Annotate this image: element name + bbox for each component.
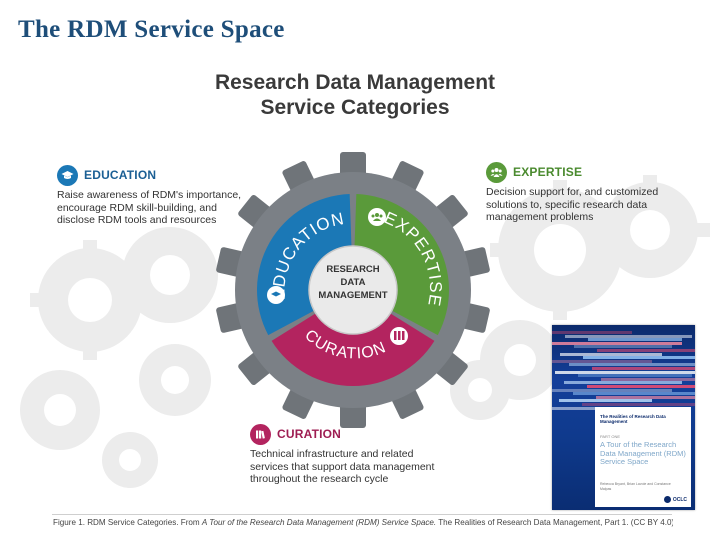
curation-description: Technical infrastructure and related ser… xyxy=(250,448,465,486)
cover-title-panel: The Realities of Research Data Managemen… xyxy=(595,407,691,507)
expertise-desc-line: solutions to, specific research data xyxy=(486,199,696,212)
oclc-mark-icon xyxy=(664,496,671,503)
cover-streak xyxy=(583,356,695,359)
cover-streak xyxy=(597,349,695,352)
expertise-title: EXPERTISE xyxy=(513,165,582,179)
cover-streak xyxy=(574,345,672,348)
slide-title: The RDM Service Space xyxy=(18,16,285,44)
cover-streak xyxy=(552,389,672,392)
wheel-icon-education xyxy=(267,286,285,304)
cover-streak xyxy=(573,392,695,395)
figure-caption: Figure 1. RDM Service Categories. From A… xyxy=(53,518,673,527)
report-cover-thumbnail: The Realities of Research Data Managemen… xyxy=(552,325,695,510)
cover-streak xyxy=(552,342,682,345)
graduation-cap-icon xyxy=(57,165,78,186)
oclc-logo: OCLC xyxy=(664,496,687,503)
expertise-category: EXPERTISE Decision support for, and cust… xyxy=(486,161,696,224)
cover-book-title: A Tour of the Research Data Management (… xyxy=(600,441,686,467)
caption-suffix: The Realities of Research Data Managemen… xyxy=(436,518,673,527)
figure-title: Research Data Management Service Categor… xyxy=(170,70,540,120)
cover-authors: Rebecca Bryant, Brian Lavoie and Constan… xyxy=(600,482,675,491)
cover-streak xyxy=(588,338,682,341)
curation-desc-line: throughout the research cycle xyxy=(250,473,465,486)
education-title: EDUCATION xyxy=(84,168,156,182)
cover-streak xyxy=(587,385,695,388)
center-line-1: RESEARCH xyxy=(326,264,379,275)
caption-prefix: Figure 1. RDM Service Categories. From xyxy=(53,518,202,527)
curation-desc-line: Technical infrastructure and related xyxy=(250,448,465,461)
caption-rule xyxy=(52,514,672,515)
cover-streak xyxy=(559,399,652,402)
cover-streak xyxy=(582,403,695,406)
figure-title-line-1: Research Data Management xyxy=(170,70,540,95)
cover-part: PART ONE xyxy=(600,434,620,439)
expertise-desc-line: Decision support for, and customized xyxy=(486,186,696,199)
rdm-gear-wheel: EDUCATION EXPERTISE CURATION RESEARCH DA… xyxy=(213,150,493,430)
expertise-description: Decision support for, and customized sol… xyxy=(486,186,696,224)
cover-streak xyxy=(552,360,652,363)
caption-italic: A Tour of the Research Data Management (… xyxy=(202,518,436,527)
cover-streak xyxy=(601,378,695,381)
cover-streak xyxy=(560,353,662,356)
curation-desc-line: services that support data management xyxy=(250,461,465,474)
wheel-icon-expertise xyxy=(368,208,386,226)
center-line-3: MANAGEMENT xyxy=(318,290,387,301)
figure-title-line-2: Service Categories xyxy=(170,95,540,120)
cover-publisher: OCLC xyxy=(673,497,687,503)
wheel-icon-curation xyxy=(390,327,408,345)
curation-category: CURATION Technical infrastructure and re… xyxy=(250,423,465,486)
cover-streak xyxy=(555,371,695,374)
center-line-2: DATA xyxy=(341,277,366,288)
cover-streak xyxy=(564,381,682,384)
cover-streak xyxy=(565,335,692,338)
cover-streak xyxy=(552,331,632,334)
cover-streak xyxy=(578,374,692,377)
expertise-desc-line: management problems xyxy=(486,211,696,224)
cover-streak xyxy=(592,367,695,370)
cover-series: The Realities of Research Data Managemen… xyxy=(600,414,691,424)
cover-streak xyxy=(569,363,695,366)
cover-streak xyxy=(596,396,695,399)
